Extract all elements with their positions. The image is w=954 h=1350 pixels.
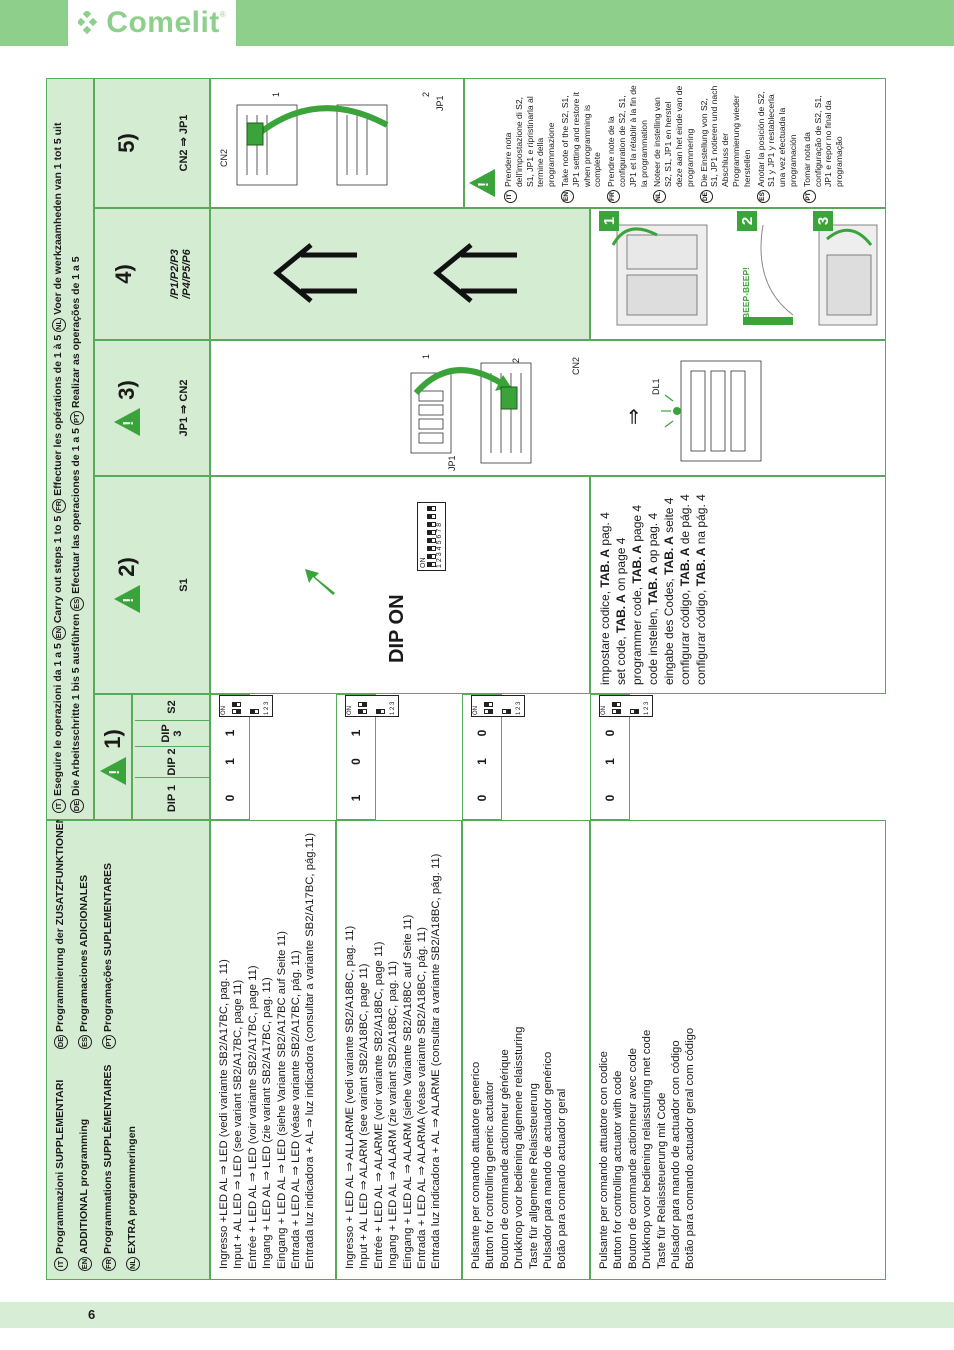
row-2-description: Ingresso + LED AL ⇒ ALLARME (vedi varian… bbox=[336, 820, 462, 1280]
lang-badge-en: EN bbox=[77, 1257, 92, 1271]
logo-mark-icon bbox=[78, 11, 98, 35]
jumper-restore-diagram bbox=[236, 104, 389, 186]
step-2-header: !2) S1 bbox=[94, 476, 210, 694]
dip1-header: DIP 1 bbox=[135, 777, 209, 819]
warning-icon: ! bbox=[113, 407, 140, 436]
dip3-header: DIP 3 bbox=[135, 720, 209, 746]
lang-badge-nl: NL bbox=[51, 317, 66, 332]
page-number: 6 bbox=[88, 1307, 96, 1322]
dip-switch-bank-icon: ON 12345678 bbox=[417, 502, 446, 571]
dip-on-label: DIP ON bbox=[386, 594, 408, 663]
double-arrow-up-icon bbox=[433, 243, 517, 303]
step-3-header: !3) JP1 ⇒ CN2 bbox=[94, 340, 210, 476]
s2-header: S2 bbox=[166, 700, 178, 714]
beep-label: BEEP-BEEP! bbox=[741, 267, 751, 319]
lang-badge-es: ES bbox=[77, 1035, 92, 1049]
close-panel-photo bbox=[818, 224, 878, 326]
lang-badge-fr: FR bbox=[101, 1257, 116, 1271]
step-badge-1: 1 bbox=[599, 211, 619, 231]
step-badge-3: 3 bbox=[813, 211, 833, 231]
lang-badge-de: DE bbox=[53, 1035, 68, 1049]
arrow-icon: ⇒ bbox=[623, 408, 645, 425]
step-badge-2: 2 bbox=[737, 211, 757, 231]
led-flash-diagram bbox=[661, 360, 762, 462]
press-button-photo bbox=[743, 224, 794, 325]
step-4-arrows-area bbox=[210, 208, 590, 340]
bottom-band bbox=[0, 1302, 954, 1328]
lang-badge-de: DE bbox=[69, 799, 84, 813]
warning-icon: ! bbox=[100, 756, 126, 785]
registered-mark: ® bbox=[219, 10, 226, 19]
step-4-photos: 1 BEEP-BEEP! 2 3 bbox=[590, 208, 886, 340]
dip2-header: DIP 2 bbox=[135, 746, 209, 777]
step-4-subheader: /P1/P2/P3 /P4/P5/P6 bbox=[169, 249, 193, 299]
lang-badge-pt: PT bbox=[69, 411, 84, 426]
lang-badge-it: IT bbox=[51, 799, 66, 813]
up-arrow-icon bbox=[305, 569, 335, 595]
lang-badge-fr: FR bbox=[51, 498, 66, 513]
warning-icon: ! bbox=[469, 169, 495, 197]
step-4-header: 4) /P1/P2/P3 /P4/P5/P6 bbox=[94, 208, 210, 340]
lang-badge-es: ES bbox=[69, 596, 84, 611]
lang-badge-it: IT bbox=[53, 1257, 68, 1271]
step-5-subheader: CN2 ⇒ JP1 bbox=[178, 114, 191, 172]
step-1-header: ! 1) bbox=[94, 694, 132, 820]
lang-badge-en: EN bbox=[51, 626, 66, 641]
lang-badge-nl: NL bbox=[125, 1257, 140, 1271]
step-5-diagram: CN2 JP1 1 2 bbox=[210, 78, 464, 208]
step-2-subheader: S1 bbox=[178, 578, 190, 592]
row-1-description: Ingresso +LED AL ⇒ LED (vedi variante SB… bbox=[210, 820, 336, 1280]
row-4-description: Pulsante per comando attuatore con codic… bbox=[590, 820, 886, 1280]
brand-name: Comelit bbox=[106, 6, 220, 39]
open-panel-photo bbox=[611, 224, 708, 326]
warning-icon: ! bbox=[114, 584, 140, 613]
step-2-code-text: impostare codice, TAB. A pag. 4 set code… bbox=[590, 476, 886, 694]
step-3-diagram: JP1 CN2 1 2 ⇒ DL1 bbox=[210, 340, 886, 476]
comelit-logo: Comelit® bbox=[68, 0, 236, 46]
lang-badge-pt: PT bbox=[101, 1035, 116, 1049]
step-3-subheader: JP1 ⇒ CN2 bbox=[178, 379, 191, 437]
step-5-header: 5) CN2 ⇒ JP1 bbox=[94, 78, 210, 208]
dip-subheader: DIP 1 DIP 2 DIP 3 S2 bbox=[132, 694, 210, 820]
step-2-dip-on-area: DIP ON ON 12345678 bbox=[210, 476, 590, 694]
jumper-move-diagram bbox=[410, 362, 532, 464]
double-arrow-up-icon bbox=[273, 243, 357, 303]
